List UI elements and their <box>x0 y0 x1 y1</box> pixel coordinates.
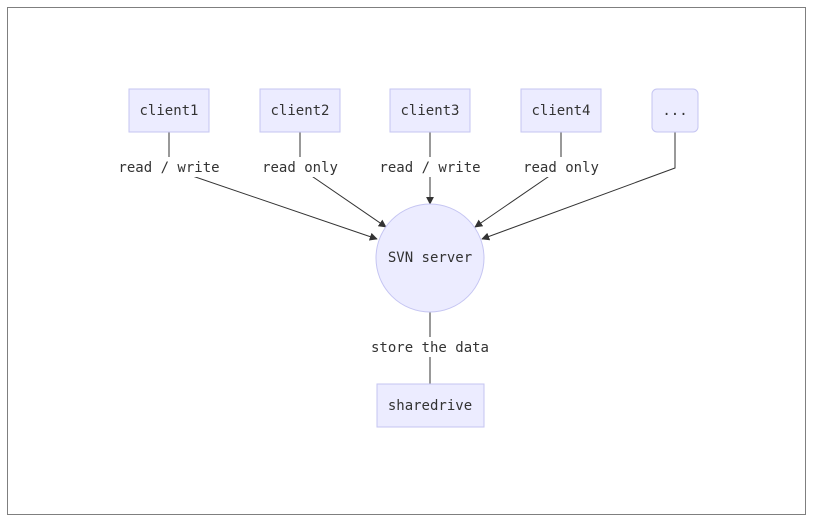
node-label-client4: client4 <box>531 103 590 119</box>
node-client3[interactable]: client3 <box>389 88 471 133</box>
node-svn-server[interactable]: SVN server <box>375 203 485 313</box>
node-label-client2: client2 <box>270 103 329 119</box>
diagram-canvas: read / write read only read / write read… <box>7 7 806 515</box>
edge-label-client1: read / write <box>118 160 219 176</box>
node-client1[interactable]: client1 <box>128 88 210 133</box>
edge-label-client3: read / write <box>379 160 480 176</box>
edge-client1-server <box>168 132 378 241</box>
node-client4[interactable]: client4 <box>520 88 602 133</box>
edge-client2-server <box>299 132 387 228</box>
edge-client4-server <box>474 132 562 228</box>
edge-more-server <box>481 132 676 241</box>
node-label-svn-server: SVN server <box>388 250 472 266</box>
edge-label-client2: read only <box>262 160 338 176</box>
node-client2[interactable]: client2 <box>259 88 341 133</box>
node-sharedrive[interactable]: sharedrive <box>376 383 485 428</box>
edge-labels: read / write read only read / write read… <box>116 157 603 357</box>
node-label-client1: client1 <box>139 103 198 119</box>
edge-label-client4: read only <box>523 160 599 176</box>
node-label-sharedrive: sharedrive <box>388 398 472 414</box>
node-label-client3: client3 <box>400 103 459 119</box>
node-more[interactable]: ... <box>651 88 699 133</box>
node-label-more: ... <box>662 103 687 119</box>
edge-label-server-drive: store the data <box>371 340 489 356</box>
flowchart: read / write read only read / write read… <box>116 88 699 428</box>
